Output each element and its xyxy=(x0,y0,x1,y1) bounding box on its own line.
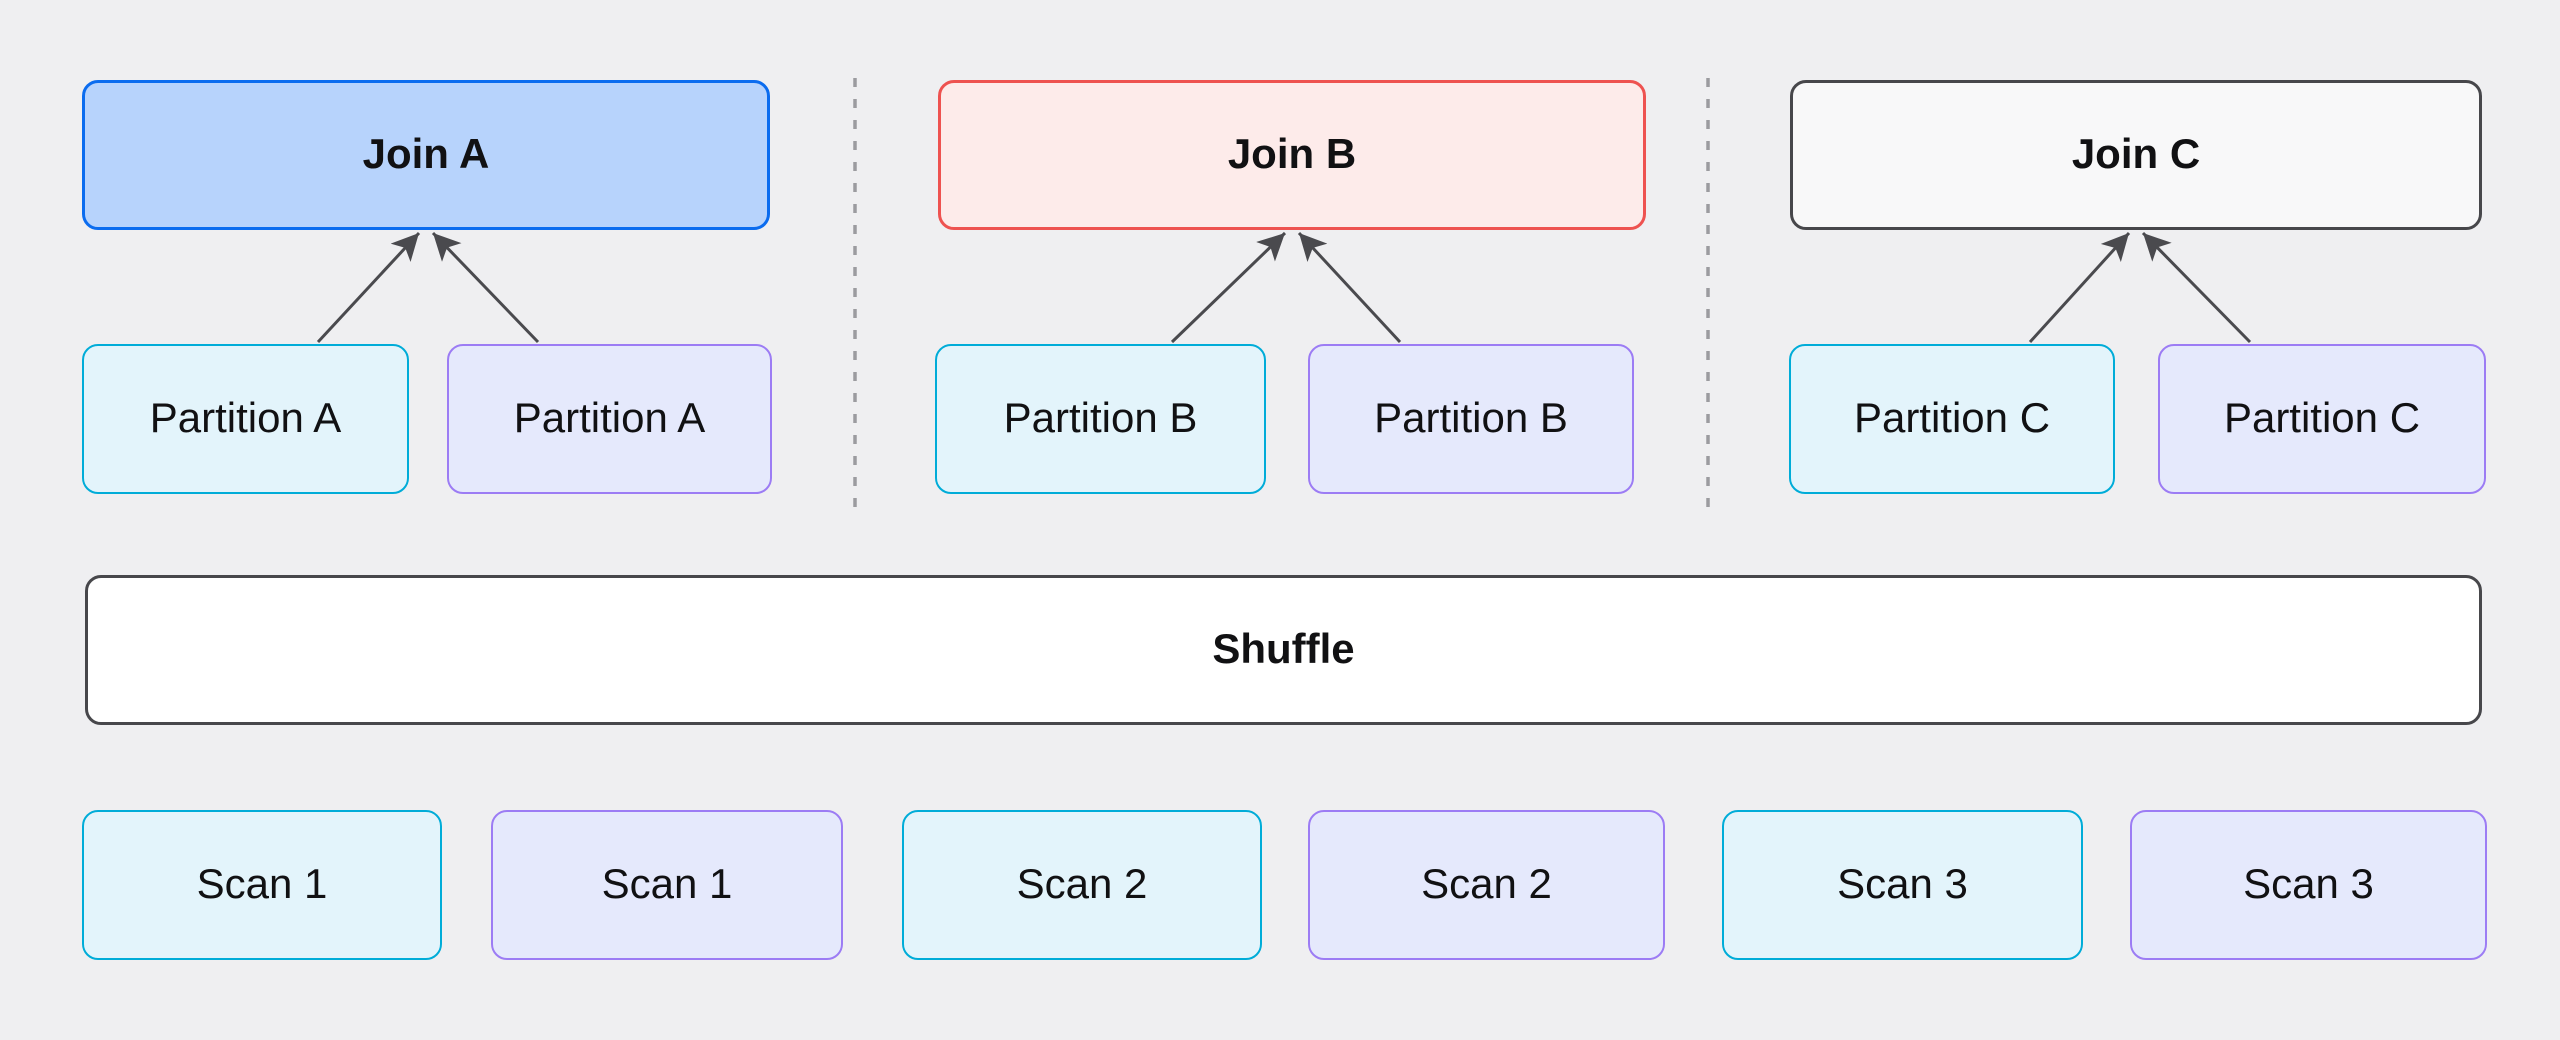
shuffle-label: Shuffle xyxy=(1212,625,1355,672)
join-a-node: Join A xyxy=(82,80,770,230)
scan-3a-node: Scan 3 xyxy=(1722,810,2083,960)
scan-3b-node: Scan 3 xyxy=(2130,810,2487,960)
arrow-partition-c1-to-join-c xyxy=(2028,231,2131,344)
join-b-node: Join B xyxy=(938,80,1646,230)
scan-1b-node: Scan 1 xyxy=(491,810,843,960)
scan-2a-node: Scan 2 xyxy=(902,810,1262,960)
join-c-label: Join C xyxy=(2071,130,2201,177)
arrow-partition-a1-to-join-a xyxy=(316,231,421,344)
partition-c1-label: Partition C xyxy=(1853,394,2051,441)
join-b-label: Join B xyxy=(1227,130,1357,177)
arrow-partition-b2-to-join-b xyxy=(1297,231,1402,344)
scan-1a-node: Scan 1 xyxy=(82,810,442,960)
partition-c1-node: Partition C xyxy=(1789,344,2115,494)
scan-2b-node: Scan 2 xyxy=(1308,810,1665,960)
partition-a1-node: Partition A xyxy=(82,344,409,494)
arrows-section-a xyxy=(316,231,540,344)
partition-b1-label: Partition B xyxy=(1003,394,1198,441)
partition-a1-label: Partition A xyxy=(149,394,342,441)
scan-3a-label: Scan 3 xyxy=(1837,860,1968,907)
scan-2a-label: Scan 2 xyxy=(1016,860,1148,907)
arrow-partition-b1-to-join-b xyxy=(1170,231,1287,344)
partition-a2-node: Partition A xyxy=(447,344,772,494)
scan-2b-label: Scan 2 xyxy=(1421,860,1552,907)
partition-c2-label: Partition C xyxy=(2223,394,2421,441)
join-c-node: Join C xyxy=(1790,80,2482,230)
partition-b2-label: Partition B xyxy=(1374,394,1568,441)
arrows-section-c xyxy=(2028,231,2252,344)
scan-1b-label: Scan 1 xyxy=(601,860,733,907)
scan-3b-label: Scan 3 xyxy=(2243,860,2374,907)
shuffle-node: Shuffle xyxy=(85,575,2482,725)
scan-1a-label: Scan 1 xyxy=(196,860,328,907)
arrow-partition-a2-to-join-a xyxy=(431,231,540,344)
partition-b1-node: Partition B xyxy=(935,344,1266,494)
join-a-label: Join A xyxy=(362,130,490,177)
partition-a2-label: Partition A xyxy=(513,394,706,441)
partition-c2-node: Partition C xyxy=(2158,344,2486,494)
arrows-section-b xyxy=(1170,231,1402,344)
arrow-partition-c2-to-join-c xyxy=(2141,231,2252,344)
partition-b2-node: Partition B xyxy=(1308,344,1634,494)
